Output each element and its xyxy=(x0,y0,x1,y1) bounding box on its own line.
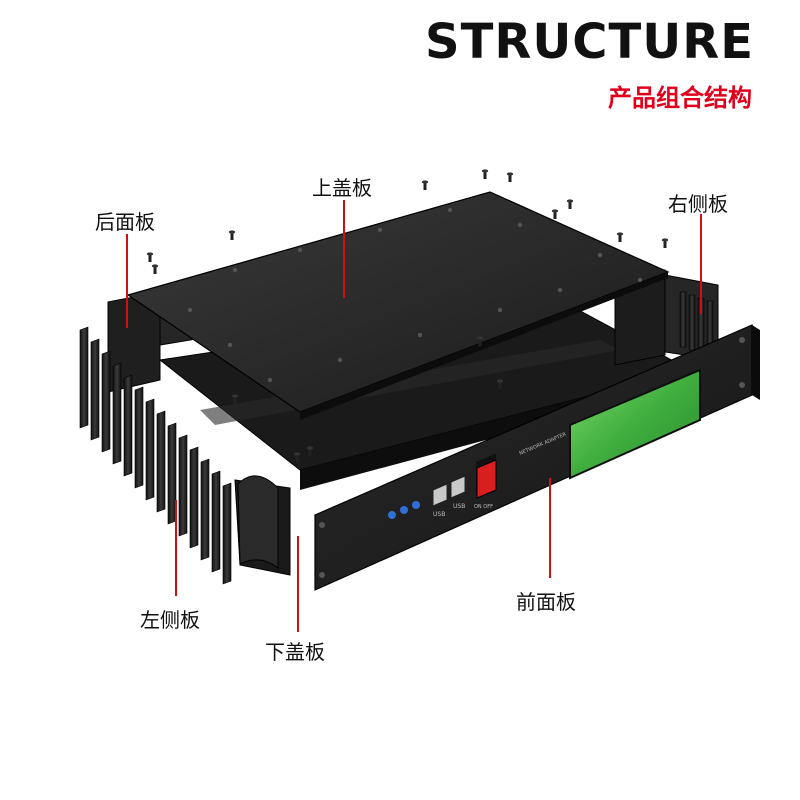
left-side-panel-part xyxy=(79,326,291,585)
plate-hole xyxy=(517,222,523,228)
screw xyxy=(498,381,502,389)
screw-head xyxy=(476,336,484,340)
screw-head xyxy=(506,172,514,176)
plate-hole xyxy=(597,252,603,258)
heatsink-fin xyxy=(189,446,199,549)
screw xyxy=(423,182,427,190)
top-cover-part xyxy=(126,191,670,420)
side-fin xyxy=(679,291,687,348)
plate-hole xyxy=(187,307,193,313)
plate-hole xyxy=(267,377,273,383)
heatsink-fin xyxy=(145,398,155,501)
screw xyxy=(508,174,512,182)
heatsink-fin xyxy=(222,482,232,585)
screw xyxy=(478,338,482,346)
heatsink-fin xyxy=(101,350,111,453)
plate-hole xyxy=(417,332,423,338)
screw xyxy=(233,396,237,404)
screw xyxy=(148,254,152,262)
leader-front-panel xyxy=(549,478,551,578)
plate-hole xyxy=(637,277,643,283)
heatsink-fin xyxy=(178,434,188,537)
screw xyxy=(663,240,667,248)
plate-hole xyxy=(232,267,238,273)
label-left-side-panel: 左侧板 xyxy=(140,608,200,632)
plate-hole xyxy=(447,207,453,213)
leader-right-side-panel xyxy=(700,214,702,314)
usb-label-2: USB xyxy=(453,503,465,510)
screw xyxy=(483,171,487,179)
label-top-cover: 上盖板 xyxy=(312,176,372,200)
screw-head xyxy=(146,252,154,256)
leader-left-side-panel xyxy=(175,500,177,596)
screw xyxy=(568,201,572,209)
heatsink-fin xyxy=(79,326,89,429)
screw-head xyxy=(293,452,301,456)
plate-hole xyxy=(227,342,233,348)
screw-head xyxy=(228,230,236,234)
screw xyxy=(153,266,157,274)
plate-hole xyxy=(377,227,383,233)
heatsink-fin xyxy=(123,374,133,477)
leader-rear-panel xyxy=(126,234,128,328)
usb-label-1: USB xyxy=(433,511,445,518)
label-bottom-cover: 下盖板 xyxy=(265,640,325,664)
screw-set xyxy=(146,169,669,462)
screw-head xyxy=(496,379,504,383)
leader-bottom-cover xyxy=(297,536,299,632)
screw-head xyxy=(306,446,314,450)
screw-head xyxy=(566,199,574,203)
screw-head xyxy=(616,232,624,236)
front-panel-part: USB USB ON OFF NETWORK ADAPTER xyxy=(314,324,760,591)
side-fin xyxy=(688,294,696,351)
screw-head xyxy=(481,169,489,173)
diagram-subtitle: 产品组合结构 xyxy=(608,84,752,112)
label-rear-panel: 后面板 xyxy=(95,210,155,234)
heatsink-fin xyxy=(211,470,221,573)
screw-head xyxy=(551,209,559,213)
heatsink-fin xyxy=(156,410,166,513)
screw-head xyxy=(661,238,669,242)
plate-hole xyxy=(557,287,563,293)
plate-hole xyxy=(497,307,503,313)
diagram-title: STRUCTURE xyxy=(425,14,754,70)
power-label: ON OFF xyxy=(474,504,493,510)
screw-head xyxy=(151,264,159,268)
screw xyxy=(230,232,234,240)
label-right-side-panel: 右侧板 xyxy=(668,192,728,216)
screw-head xyxy=(231,394,239,398)
heatsink-fin xyxy=(200,458,210,561)
screw xyxy=(308,448,312,456)
screw xyxy=(295,454,299,462)
screw xyxy=(553,211,557,219)
plate-hole xyxy=(297,247,303,253)
label-front-panel: 前面板 xyxy=(516,590,576,614)
heatsink-fin xyxy=(90,338,100,441)
screw xyxy=(618,234,622,242)
leader-top-cover xyxy=(343,200,345,298)
screw-head xyxy=(421,180,429,184)
heatsink-fin xyxy=(112,362,122,465)
heatsink-fin xyxy=(134,386,144,489)
plate-hole xyxy=(337,357,343,363)
